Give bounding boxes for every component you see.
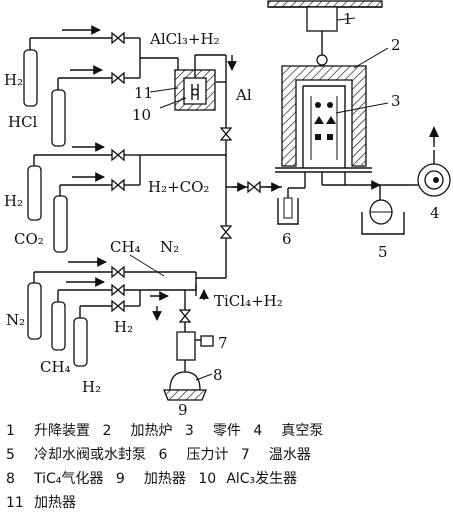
label-4: 4 — [430, 204, 440, 222]
legend-num: 5 — [6, 447, 15, 463]
legend-row-2: 5 冷却水阀或水封泵 6 压力计 7 温水器 — [6, 443, 446, 467]
legend-num: 3 — [184, 423, 194, 439]
legend-text: 加热器 — [143, 471, 186, 487]
legend-num: 10 — [198, 471, 217, 487]
label-ch4-bottom: CH₄ — [40, 358, 71, 376]
label-7: 7 — [218, 334, 228, 352]
parts-chamber — [302, 85, 389, 168]
legend-text: 加热炉 — [130, 423, 173, 439]
label-n2-left: N₂ — [6, 311, 25, 329]
cooling-water-valve — [361, 199, 405, 235]
label-al: Al — [235, 86, 252, 104]
label-h2-low: H₂ — [114, 318, 133, 336]
diagram-labels: 1 2 3 4 5 6 7 8 9 10 11 AlCl₃+H₂ Al H₂ H… — [4, 10, 440, 418]
label-11: 11 — [134, 84, 153, 102]
legend-text: 加热器 — [34, 495, 76, 511]
label-8: 8 — [213, 366, 223, 384]
label-2: 2 — [391, 36, 401, 54]
legend-num: 4 — [253, 423, 263, 439]
legend-num: 1 — [6, 423, 15, 439]
furnace-outlets — [287, 172, 415, 200]
label-6: 6 — [282, 230, 292, 248]
heating-furnace — [275, 47, 389, 173]
legend-row-3: 8 TiC₄气化器 9 加热器 10 AlC₃发生器 — [6, 467, 446, 491]
legend-num: 6 — [158, 447, 168, 463]
legend-num: 11 — [6, 495, 24, 511]
label-10: 10 — [132, 106, 151, 124]
label-hcl: HCl — [8, 113, 38, 131]
label-h2-bottom: H₂ — [82, 378, 101, 396]
legend-text: 压力计 — [186, 447, 229, 463]
label-9: 9 — [178, 401, 188, 418]
cvd-apparatus-diagram: 1 2 3 4 5 6 7 8 9 10 11 AlCl₃+H₂ Al H₂ H… — [4, 0, 451, 418]
legend-row-4: 11 加热器 — [6, 491, 446, 515]
label-h2-co2: H₂+CO₂ — [148, 178, 209, 196]
label-h2-mid: H₂ — [4, 192, 23, 210]
legend-text: 升降装置 — [34, 423, 90, 439]
legend-text: 冷却水阀或水封泵 — [34, 447, 146, 463]
legend-num: 8 — [6, 471, 15, 487]
label-ticl4-h2: TiCl₄+H₂ — [214, 292, 283, 310]
pressure-gauge — [277, 197, 299, 225]
manifold-valves — [219, 127, 281, 239]
legend-text: 温水器 — [268, 447, 311, 463]
label-alcl3-h2: AlCl₃+H₂ — [149, 30, 220, 48]
ticl4-vaporizer-assembly — [163, 289, 214, 401]
label-3: 3 — [391, 92, 401, 110]
label-co2: CO₂ — [14, 230, 44, 248]
legend-text: 零件 — [212, 423, 241, 439]
label-5: 5 — [378, 243, 388, 261]
legend-num: 7 — [240, 447, 250, 463]
legend-num: 9 — [115, 471, 125, 487]
alcl3-generator — [149, 54, 237, 111]
label-h2-top: H₂ — [4, 71, 23, 89]
legend-num: 2 — [102, 423, 112, 439]
hcl-h2-lines — [23, 25, 179, 147]
vacuum-pump — [415, 126, 451, 197]
label-1: 1 — [343, 10, 353, 28]
n2-ch4-h2-lines — [27, 254, 197, 367]
legend-text: TiC₄气化器 — [34, 471, 104, 487]
lifting-device — [267, 0, 383, 66]
legend-row-1: 1 升降装置 2 加热炉 3 零件 4 真空泵 — [6, 419, 446, 443]
label-n2-top: N₂ — [160, 238, 179, 256]
label-ch4-top: CH₄ — [110, 238, 141, 256]
legend-text: 真空泵 — [281, 423, 324, 439]
h2-co2-lines — [27, 142, 226, 253]
legend-text: AlC₃发生器 — [226, 471, 298, 487]
